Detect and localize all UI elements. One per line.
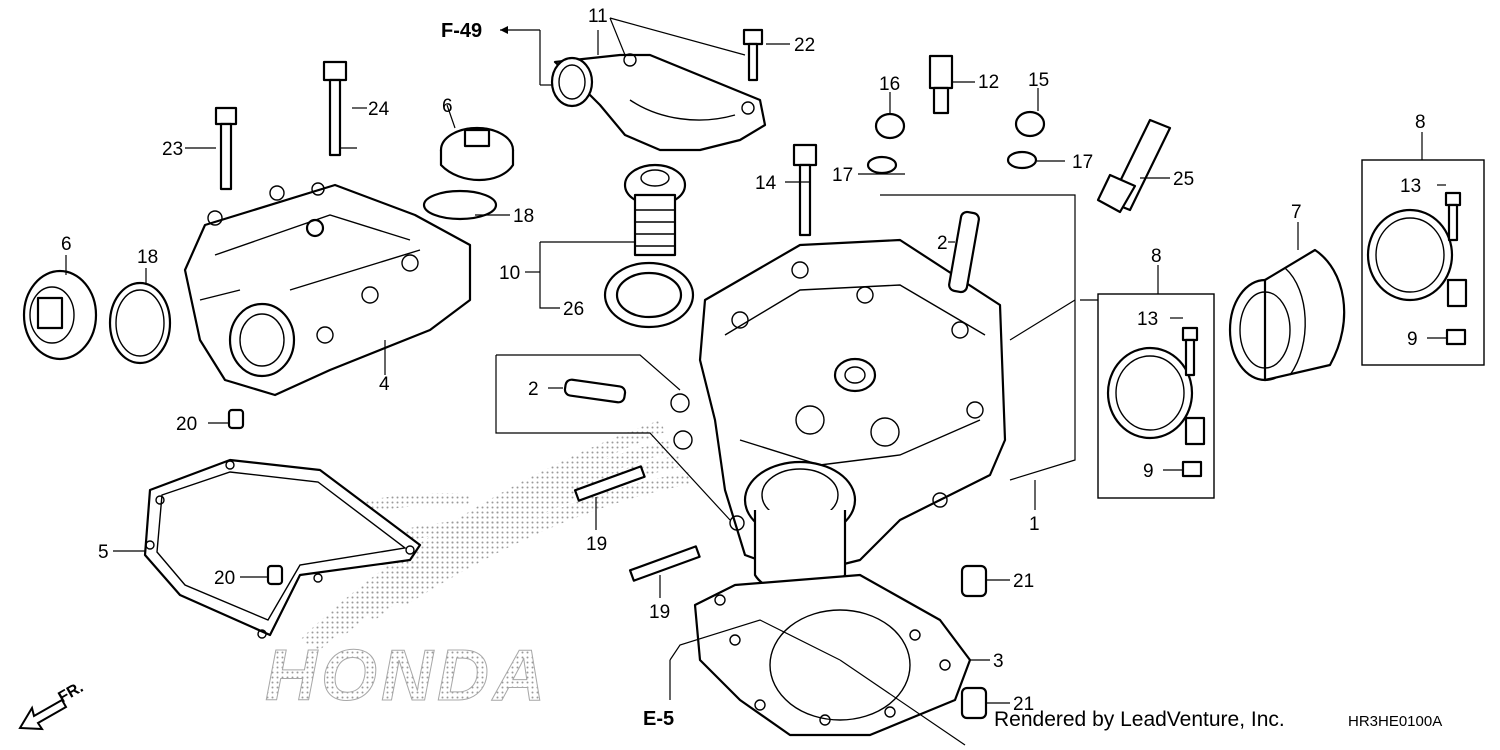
callout-2-left: 2 [528, 379, 539, 400]
callout-22: 22 [794, 35, 815, 56]
callout-18-upper: 18 [513, 206, 534, 227]
cap-16-part [874, 112, 906, 140]
bolt-24-part [322, 60, 348, 157]
callout-16: 16 [879, 74, 900, 95]
callout-4: 4 [379, 374, 390, 395]
callout-20-lower: 20 [214, 568, 235, 589]
dowel-21-upper-part [960, 564, 988, 598]
callout-19-upper: 19 [586, 534, 607, 555]
callout-11: 11 [588, 6, 608, 27]
thermostat-part [623, 163, 687, 257]
callout-19-lower: 19 [649, 602, 670, 623]
clamp-8-left-part [1097, 293, 1215, 499]
callout-20-upper: 20 [176, 414, 197, 435]
reference-e5: E-5 [643, 708, 674, 730]
grommet-20-upper-part [227, 408, 245, 430]
callout-25: 25 [1173, 169, 1194, 190]
dowel-21-lower-part [960, 686, 988, 720]
dowel-pin-upper-part [948, 210, 980, 294]
washer-17-left-part [866, 155, 898, 175]
grommet-20-lower-part [266, 564, 284, 586]
honda-wing-watermark [300, 420, 690, 650]
seal-26-part [603, 261, 695, 329]
callout-8-right: 8 [1415, 112, 1426, 133]
stud-19-upper-part [573, 465, 646, 502]
bolt-23-part [214, 106, 238, 191]
callout-13-left: 13 [1137, 309, 1158, 330]
stud-19-lower-part [628, 545, 701, 582]
callout-17-left: 17 [832, 165, 853, 186]
reference-f49: F-49 [441, 20, 482, 42]
callout-8-left: 8 [1151, 246, 1162, 267]
callout-9-left: 9 [1143, 461, 1154, 482]
callout-6-upper: 6 [442, 96, 453, 117]
render-credit: Rendered by LeadVenture, Inc. [994, 708, 1285, 731]
front-arrow-icon [18, 698, 68, 731]
callout-7: 7 [1291, 202, 1302, 223]
bolt-14-part [792, 143, 818, 237]
cover-gasket-part [143, 458, 422, 639]
callout-24: 24 [368, 99, 390, 120]
callout-2-upper: 2 [937, 233, 948, 254]
callout-10: 10 [499, 263, 520, 284]
front-direction-indicator: FR. [18, 679, 86, 731]
callout-26: 26 [563, 299, 584, 320]
cap-15-part [1014, 110, 1046, 138]
diagram-code: HR3HE0100A [1348, 713, 1443, 730]
callout-12: 12 [978, 72, 999, 93]
temperature-sensor-part [928, 54, 954, 115]
callout-18-left: 18 [137, 247, 158, 268]
callout-14: 14 [755, 173, 777, 194]
dowel-pin-left-part [563, 378, 627, 404]
callout-21-upper: 21 [1013, 571, 1034, 592]
callout-23: 23 [162, 139, 183, 160]
head-cover-part [183, 182, 472, 397]
honda-watermark: HONDA [265, 636, 549, 716]
leader-lines [65, 17, 1447, 746]
callout-6-left: 6 [61, 234, 72, 255]
clamp-8-right-part [1361, 159, 1485, 366]
insulator-part [1228, 248, 1346, 382]
callout-labels: 11 22 12 16 15 17 17 14 25 2 2 10 26 24 … [61, 6, 1426, 730]
head-gasket-part [693, 573, 972, 737]
cylinder-head-part [670, 238, 1007, 595]
thermostat-cover-part [550, 53, 767, 152]
callout-21-lower: 21 [1013, 694, 1034, 715]
bolt-22-part [742, 28, 764, 82]
o-ring-18-upper-part [422, 189, 498, 221]
callout-17-right: 17 [1072, 152, 1093, 173]
callout-5: 5 [98, 542, 109, 563]
callout-13-right: 13 [1400, 176, 1421, 197]
filler-cap-left-part [22, 269, 98, 361]
washer-17-right-part [1006, 150, 1038, 170]
filler-cap-upper-part [439, 126, 515, 182]
callout-9-right: 9 [1407, 329, 1418, 350]
o-ring-18-left-part [108, 281, 172, 365]
callout-15: 15 [1028, 70, 1049, 91]
callout-3: 3 [993, 651, 1004, 672]
callout-1: 1 [1029, 514, 1040, 535]
spark-plug-part [1096, 118, 1172, 214]
